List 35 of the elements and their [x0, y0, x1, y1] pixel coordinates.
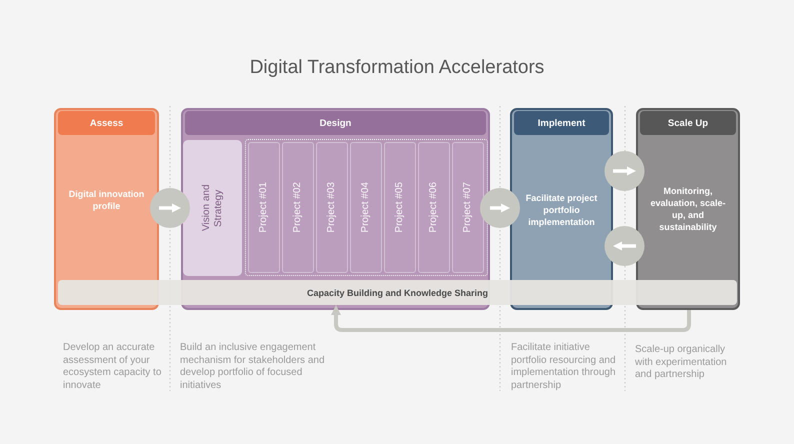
diagram-title: Digital Transformation Accelerators [250, 56, 544, 79]
vertical-panel [183, 140, 242, 276]
project-column [452, 142, 484, 272]
phase-header: Implement [514, 111, 609, 135]
arrow [613, 242, 636, 250]
phase-text: Facilitate project portfolio implementation [524, 192, 598, 228]
stage-note: Facilitate initiative portfolio resourcing and implementation through partnership [511, 342, 617, 392]
project-label: Project #07 [462, 182, 473, 232]
phase-text: Monitoring, evaluation, scale-up, and sustainability [649, 185, 727, 233]
stage-note: Build an inclusive engagement mechanism for stakeholders and develop portfolio of focused initiatives [180, 342, 326, 392]
project-label: Project #01 [258, 182, 269, 232]
stage-note: Scale-up organically with experimentation and partnership [635, 344, 728, 382]
capacity-band [58, 280, 737, 305]
dashed-frame [245, 139, 488, 276]
arrow [613, 166, 636, 176]
arrow [159, 204, 181, 212]
project-column [282, 142, 314, 272]
panel-label: Vision and Strategy [200, 184, 224, 234]
stage-note: Develop an accurate assessment of your ecosystem capacity to innovate [63, 342, 162, 392]
project-column [418, 142, 450, 272]
project-label: Project #03 [326, 182, 337, 232]
phase-text: Digital innovation profile [68, 188, 146, 212]
project-label: Project #02 [292, 182, 303, 232]
phase-header: Scale Up [640, 111, 736, 135]
phase-header: Assess [58, 111, 155, 135]
project-column [384, 142, 416, 272]
arrow [490, 204, 510, 212]
project-column [248, 142, 280, 272]
project-column [350, 142, 382, 272]
project-label: Project #04 [360, 182, 371, 232]
band-label: Capacity Building and Knowledge Sharing [306, 288, 488, 298]
project-label: Project #06 [428, 182, 439, 232]
project-label: Project #05 [394, 182, 405, 232]
phase-header: Design [185, 111, 486, 135]
project-column [316, 142, 348, 272]
